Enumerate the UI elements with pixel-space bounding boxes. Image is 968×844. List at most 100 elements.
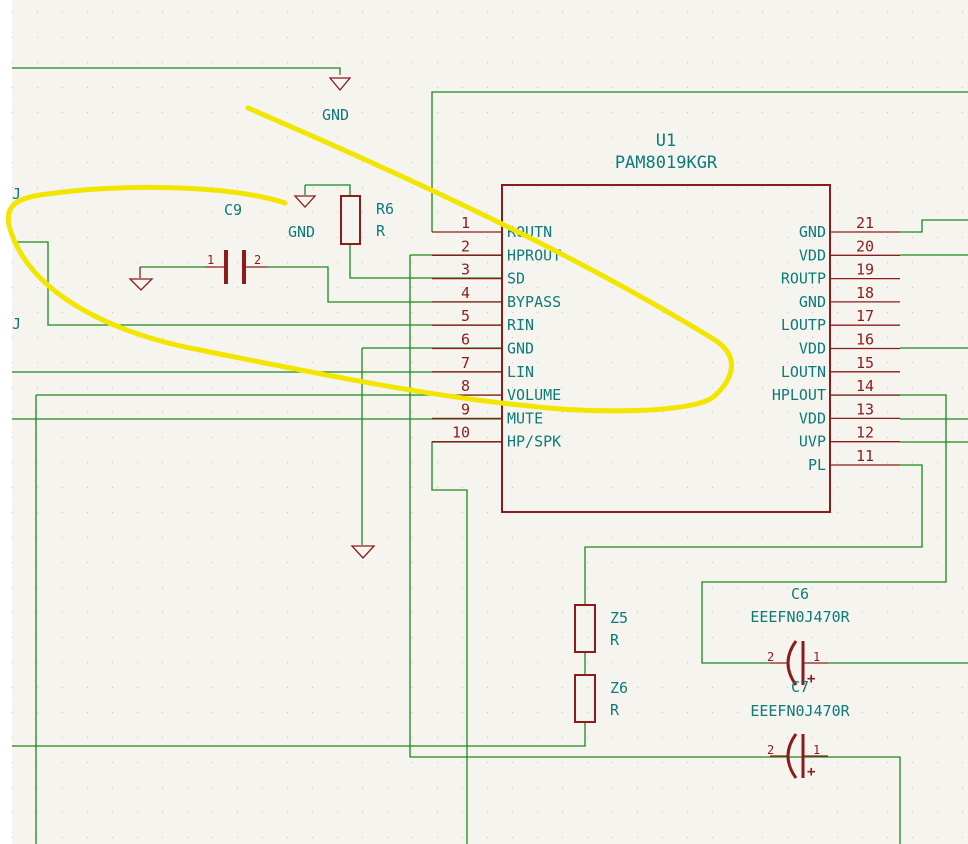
u1-pin-number: 10: [452, 424, 470, 442]
u1-pin-number: 1: [461, 214, 470, 232]
u1-pin-number: 17: [856, 307, 874, 325]
u1-pin-number: 16: [856, 331, 874, 349]
u1-pin-number: 11: [856, 447, 874, 465]
u1-pin-name: LIN: [507, 363, 534, 381]
c9-pin2-label: 2: [254, 253, 261, 267]
u1-pin-name: VOLUME: [507, 386, 561, 404]
u1-pin-name: HPLOUT: [772, 386, 826, 404]
u1-pin-name: VDD: [799, 246, 826, 264]
c7-ref-label: C7: [791, 678, 809, 696]
grid-background: [12, 0, 968, 844]
u1-pin-number: 18: [856, 284, 874, 302]
u1-pin-name: RIN: [507, 316, 534, 334]
left-margin: [0, 0, 12, 844]
u1-pin-number: 7: [461, 354, 470, 372]
c9-pin1-label: 1: [207, 253, 214, 267]
gnd-top-label: GND: [322, 106, 349, 124]
u1-right-pins: 21GND20VDD19ROUTP18GND17LOUTP16VDD15LOUT…: [772, 214, 900, 474]
u1-pin-name: VDD: [799, 409, 826, 427]
u1-pin-name: SD: [507, 270, 525, 288]
gnd-symbol-c9: [128, 267, 154, 291]
u1-pin-name: BYPASS: [507, 293, 561, 311]
u1-pin-number: 3: [461, 261, 470, 279]
edge-label-j2: J: [12, 315, 21, 333]
edge-label-j1: J: [12, 185, 21, 203]
u1-pin-name: GND: [507, 340, 534, 358]
u1-pin-number: 6: [461, 331, 470, 349]
resistor-r6[interactable]: [340, 195, 361, 245]
u1-pin-number: 2: [461, 237, 470, 255]
u1-pin-name: LOUTP: [781, 316, 826, 334]
u1-pin-number: 21: [856, 214, 874, 232]
u1-pin-name: HPROUT: [507, 246, 561, 264]
resistor-z5[interactable]: [574, 604, 596, 653]
z5-ref-label: Z5: [610, 609, 628, 627]
u1-pin-name: HP/SPK: [507, 433, 561, 451]
highlight-stroke-diagonal: [5, 105, 734, 414]
z6-value-label: R: [610, 701, 620, 719]
u1-value-label: PAM8019KGR: [615, 153, 718, 173]
u1-pin-name: UVP: [799, 433, 826, 451]
u1-pin-number: 19: [856, 261, 874, 279]
u1-pin-number: 12: [856, 424, 874, 442]
gnd-left-label: GND: [288, 223, 315, 241]
u1-pin-name: VDD: [799, 340, 826, 358]
capacitor-c9[interactable]: [205, 250, 268, 284]
c6-ref-label: C6: [791, 585, 809, 603]
u1-pin-number: 14: [856, 377, 874, 395]
c7-value-label: EEEFN0J470R: [750, 702, 850, 720]
c6-pin1-label: 1: [813, 650, 820, 664]
u1-pin-name: ROUTP: [781, 270, 826, 288]
u1-pin-number: 15: [856, 354, 874, 372]
gnd-symbol-top: [328, 77, 352, 92]
c9-ref-label: C9: [224, 201, 242, 219]
z6-ref-label: Z6: [610, 679, 628, 697]
u1-pin-number: 8: [461, 377, 470, 395]
c6-value-label: EEEFN0J470R: [750, 608, 850, 626]
r6-ref-label: R6: [376, 200, 394, 218]
c7-plus-sign: +: [807, 764, 815, 780]
u1-pin-number: 5: [461, 307, 470, 325]
u1-pin-name: GND: [799, 223, 826, 241]
u1-pin-name: ROUTN: [507, 223, 552, 241]
capacitor-c7[interactable]: [770, 733, 828, 779]
resistor-z6[interactable]: [574, 674, 596, 723]
u1-pin-number: 13: [856, 400, 874, 418]
c7-pin2-label: 2: [767, 743, 774, 757]
u1-pin-name: MUTE: [507, 409, 543, 427]
u1-pin-name: GND: [799, 293, 826, 311]
capacitor-c6[interactable]: [770, 640, 828, 686]
u1-ref-label: U1: [656, 131, 676, 151]
u1-pin-number: 20: [856, 237, 874, 255]
c7-pin1-label: 1: [813, 743, 820, 757]
u1-pin-number: 4: [461, 284, 470, 302]
z5-value-label: R: [610, 631, 620, 649]
gnd-symbol-pin6: [350, 545, 376, 559]
u1-pin-name: PL: [808, 456, 826, 474]
r6-value-label: R: [376, 222, 386, 240]
c6-pin2-label: 2: [767, 650, 774, 664]
gnd-symbol-r6: [293, 195, 317, 208]
